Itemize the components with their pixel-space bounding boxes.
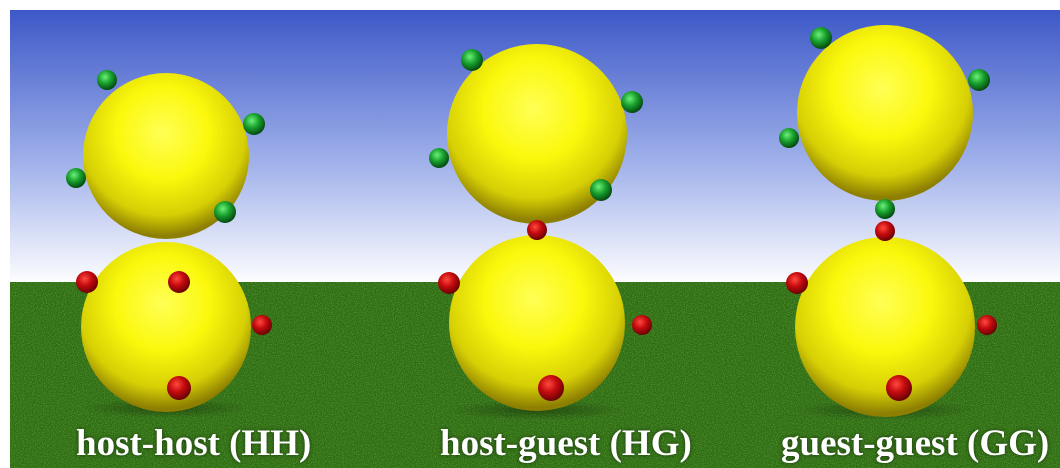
pair-host-guest — [429, 44, 652, 420]
host-patch-contact — [875, 221, 895, 241]
guest-patch — [968, 69, 990, 91]
caption-host-host: host-host (HH) — [76, 423, 312, 464]
bottom-particle — [795, 237, 975, 417]
host-patch — [76, 271, 98, 293]
host-patch — [168, 271, 190, 293]
host-patch — [786, 272, 808, 294]
top-particle — [83, 73, 249, 239]
host-patch-contact — [527, 220, 547, 240]
host-patch — [252, 315, 272, 335]
guest-patch — [429, 148, 449, 168]
host-patch — [167, 376, 191, 400]
caption-guest-guest: guest-guest (GG) — [781, 423, 1050, 464]
host-patch — [438, 272, 460, 294]
top-particle — [447, 44, 627, 224]
guest-patch-contact — [875, 199, 895, 219]
guest-patch — [66, 168, 86, 188]
host-patch — [886, 375, 912, 401]
guest-patch — [214, 201, 236, 223]
guest-patch — [97, 70, 117, 90]
guest-patch — [779, 128, 799, 148]
guest-patch — [810, 27, 832, 49]
top-margin — [0, 0, 1060, 10]
pair-host-host — [66, 70, 272, 418]
guest-patch — [621, 91, 643, 113]
host-patch — [977, 315, 997, 335]
guest-patch — [243, 113, 265, 135]
bottom-particle — [81, 242, 251, 412]
pair-guest-guest — [779, 25, 997, 420]
host-patch — [538, 375, 564, 401]
caption-host-guest: host-guest (HG) — [440, 423, 692, 464]
bottom-particle — [449, 235, 625, 411]
guest-patch — [590, 179, 612, 201]
guest-patch — [461, 49, 483, 71]
top-particle — [797, 25, 973, 201]
host-patch — [632, 315, 652, 335]
